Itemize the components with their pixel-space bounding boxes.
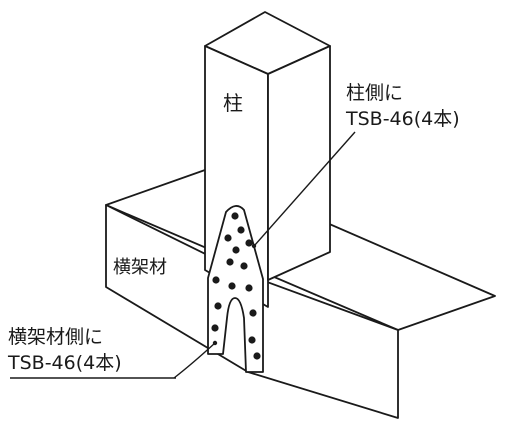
screw-dot [224,234,232,242]
arrow-tip-column [251,243,257,249]
screw-dot [249,309,257,317]
arrow-tip-crossbeam [212,340,218,346]
screw-dot [231,212,239,220]
column-side-callout: 柱側に TSB-46(4本) [346,80,460,132]
connector-plate [207,205,264,373]
screw-dot [214,302,222,310]
screw-dot [245,284,253,292]
column-label: 柱 [223,91,243,115]
column-side-callout-line1: 柱側に [346,82,404,104]
screw-dot [253,352,261,360]
column-side-callout-line2: TSB-46(4本) [346,108,460,130]
screw-dot [248,336,256,344]
crossbeam-side-callout: 横架材側に TSB-46(4本) [8,324,122,376]
screw-dot [212,276,220,284]
crossbeam-side-callout-line1: 横架材側に [8,326,104,348]
screw-dot [228,282,236,290]
column-side-leader-line [253,131,356,247]
screw-dot [237,226,245,234]
crossbeam-side-leader-line [173,342,216,379]
screw-dot [245,239,253,247]
column-side-face [267,45,331,281]
screw-dot [211,324,219,332]
screw-dot [232,246,240,254]
screw-dot [240,262,248,270]
crossbeam-side-callout-line2: TSB-46(4本) [8,352,122,374]
screw-dot [226,258,234,266]
crossbeam-label: 横架材 [113,257,167,278]
